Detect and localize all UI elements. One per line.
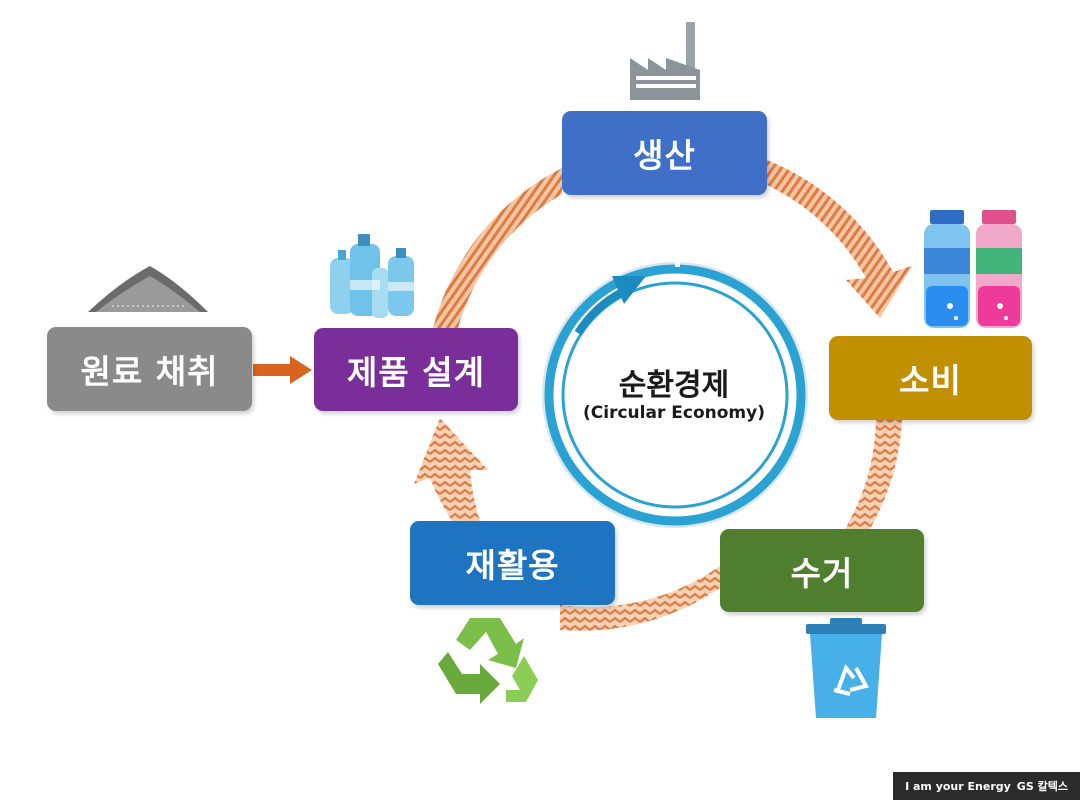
bottles-icon	[330, 234, 414, 318]
footer-brand-bar: I am your Energy GS 칼텍스	[893, 772, 1080, 800]
recycle-icon	[438, 618, 538, 704]
factory-icon	[630, 22, 700, 100]
recycling-stage: 재활용	[410, 521, 615, 605]
cycle-arrow-collection-to-recycling	[560, 566, 720, 631]
feed-arrow	[253, 356, 312, 384]
trash-bin-icon	[806, 618, 886, 718]
raw-material-stage: 원료 채취	[47, 327, 252, 411]
consumption-label: 소비	[899, 361, 962, 400]
cycle-arrow-consumption-to-collection	[845, 420, 902, 529]
center-title: 순환경제	[618, 368, 730, 403]
cycle-arrow-recycling-to-design	[414, 418, 488, 521]
collection-label: 수거	[790, 553, 854, 593]
footer-tagline: I am your Energy	[905, 779, 1011, 793]
drink-bottles-icon	[924, 210, 1022, 328]
recycling-label: 재활용	[465, 546, 560, 585]
production-stage: 생산	[562, 111, 767, 195]
inner-cycle-ring	[542, 257, 808, 528]
consumption-stage: 소비	[829, 336, 1032, 420]
collection-stage: 수거	[720, 529, 924, 612]
gravel-pile-icon	[88, 266, 208, 312]
product-design-label: 제품 설계	[347, 352, 485, 392]
production-label: 생산	[633, 136, 696, 175]
raw-material-label: 원료 채취	[80, 352, 219, 391]
product-design-stage: 제품 설계	[314, 328, 518, 411]
cycle-arrow-production-to-consumption	[767, 160, 912, 318]
center-subtitle: (Circular Economy)	[583, 403, 765, 423]
footer-brand: GS 칼텍스	[1016, 780, 1068, 793]
cycle-arrow-design-to-production	[433, 168, 562, 328]
